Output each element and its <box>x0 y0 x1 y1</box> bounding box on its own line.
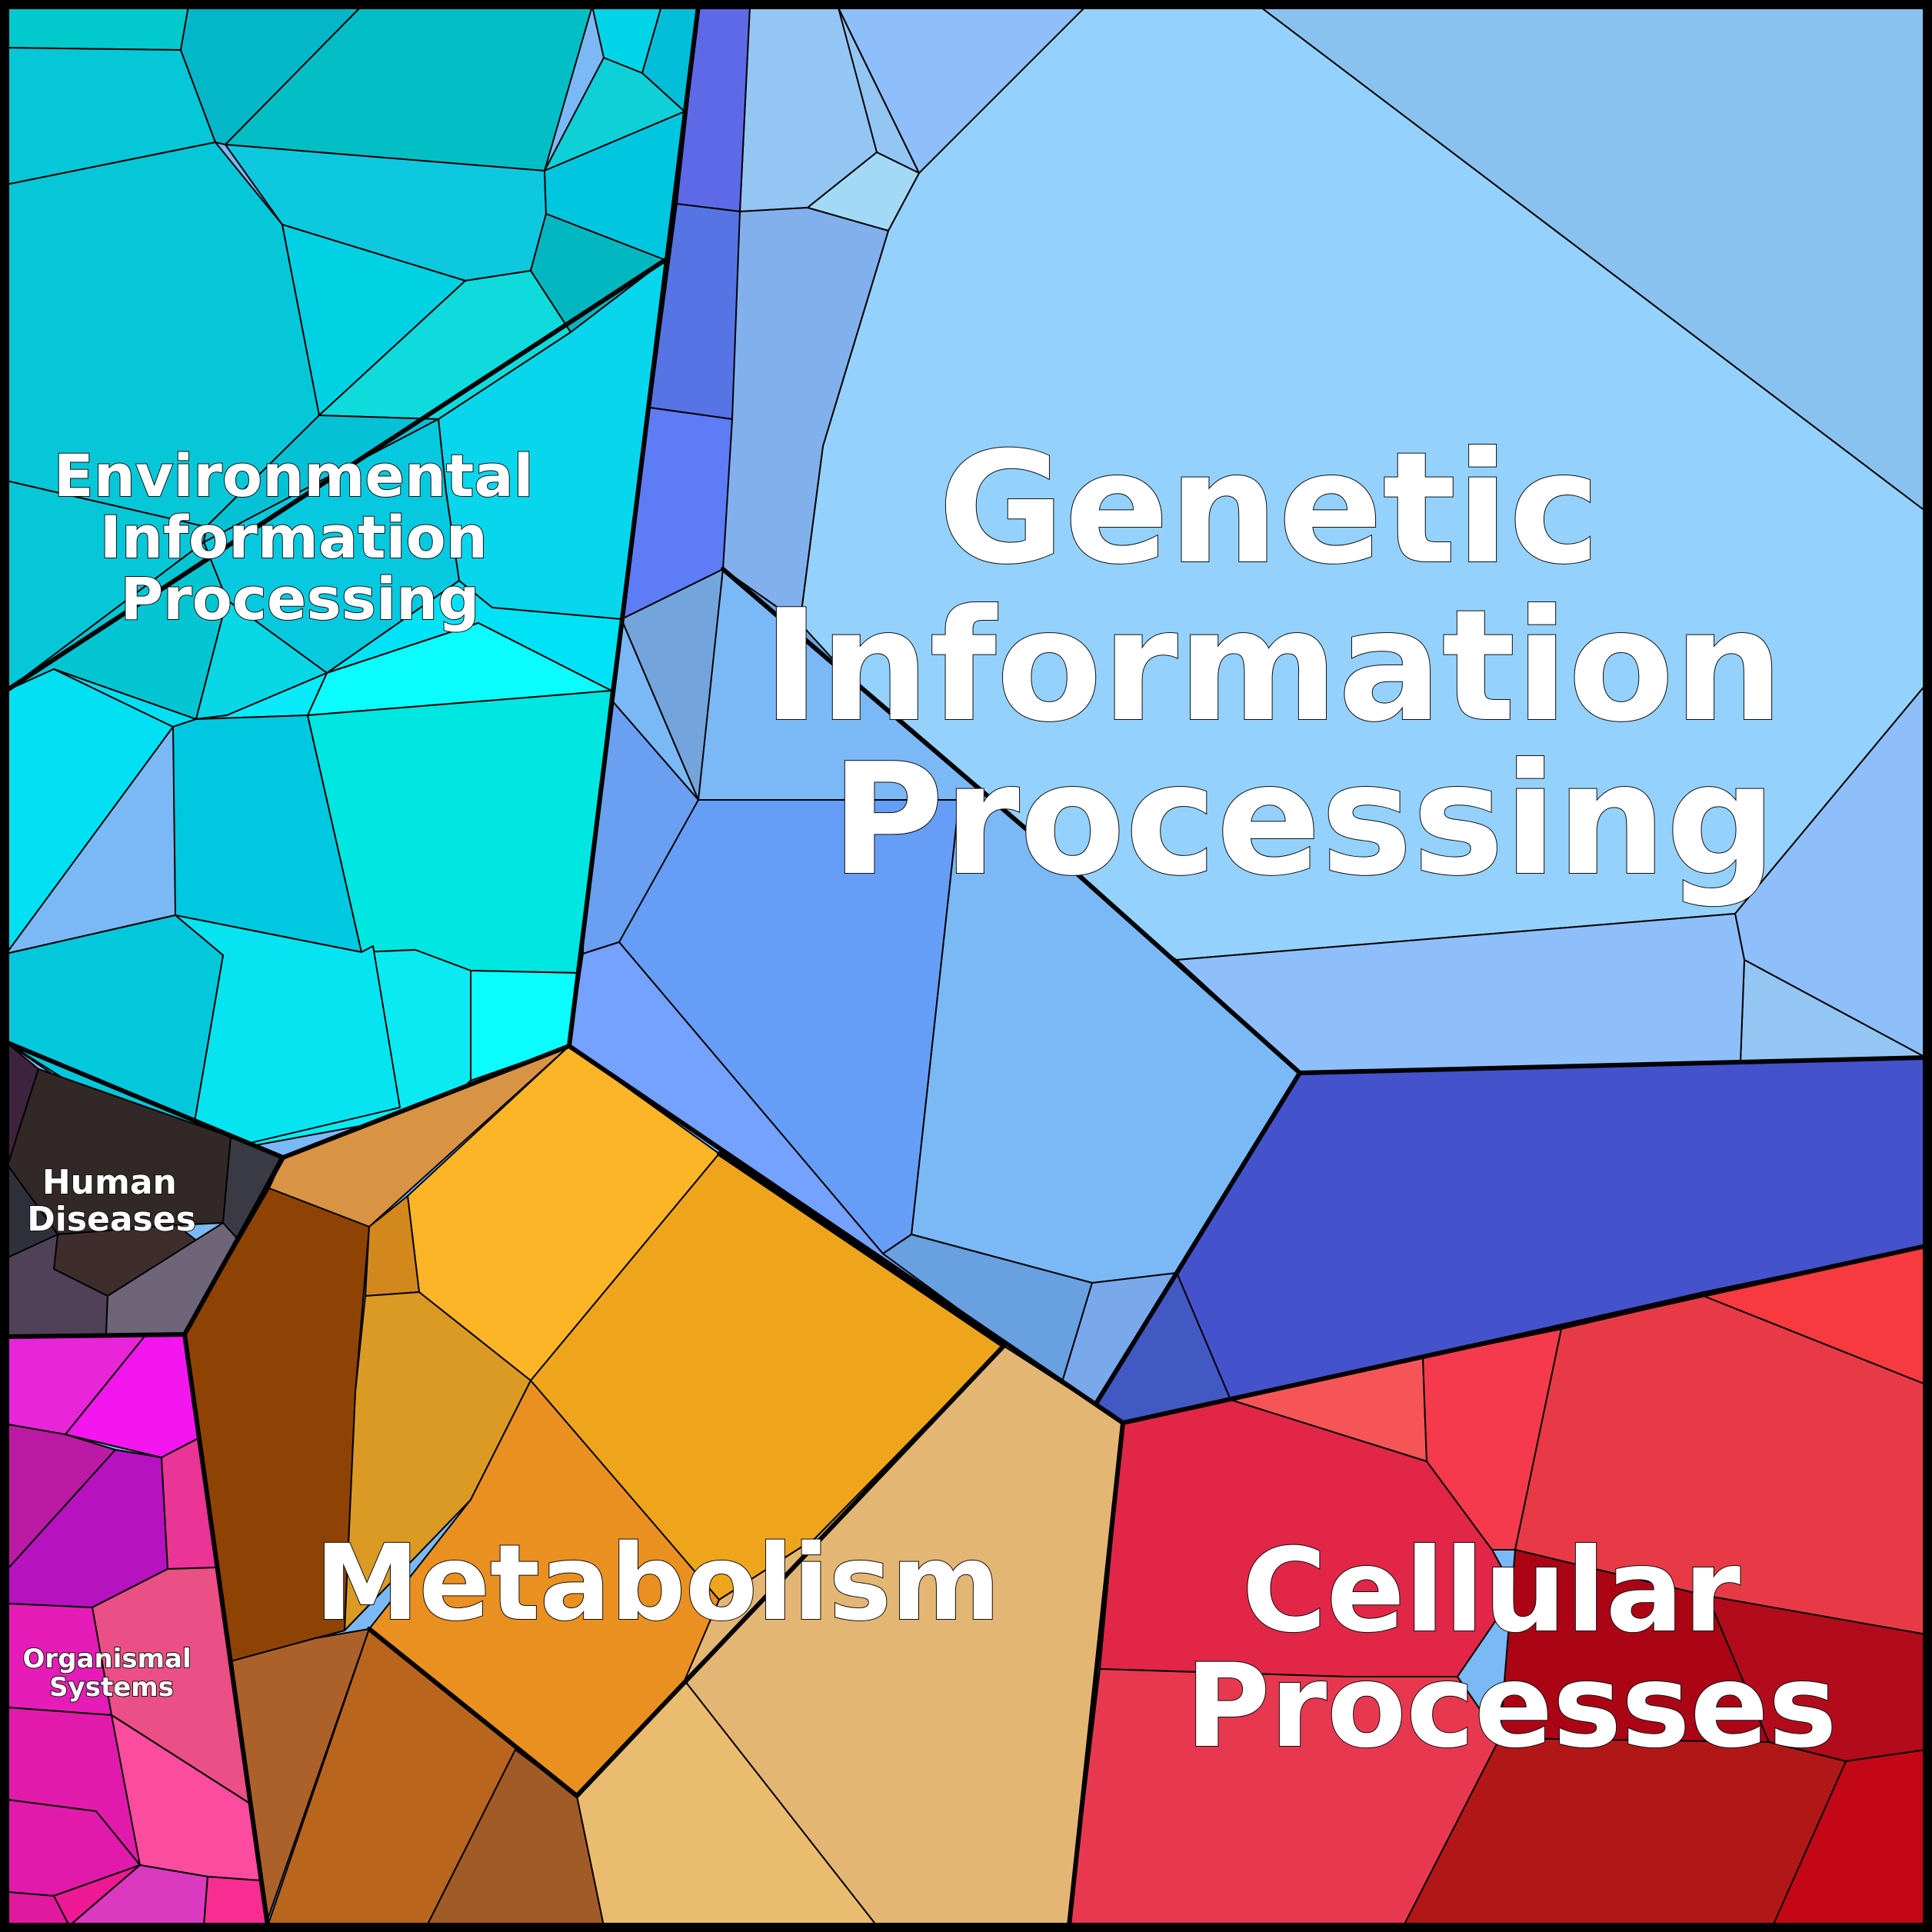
label-cellular-processes: Cellular Processes <box>1185 1524 1837 1774</box>
boundary-line <box>1044 844 1302 1406</box>
region-genetic-information-processing <box>568 5 1927 1424</box>
cell <box>5 5 189 51</box>
label-organismal-systems: Organismal Systems <box>23 1644 201 1703</box>
boundary-line <box>367 1344 1006 1798</box>
label-metabolism: Metabolism <box>315 1523 1000 1644</box>
label-human-diseases: Human Diseases <box>27 1163 196 1239</box>
label-environmental-information-processing: Environmental Information Processing <box>54 441 554 633</box>
boundary-line <box>4 258 668 693</box>
boundary-line <box>717 1151 1006 1348</box>
label-genetic-information-processing: Genetic Information Processing <box>763 419 1837 910</box>
boundary-line <box>1297 1055 1928 1075</box>
boundary-line <box>1067 1421 1125 1928</box>
boundary-line <box>182 1332 270 1928</box>
labels: Genetic Information Processing Environme… <box>22 418 1838 1774</box>
boundary-line <box>4 1040 1928 1425</box>
region-cellular-processes <box>1068 1245 1927 1927</box>
region-boundaries <box>4 4 1928 1928</box>
cell <box>203 1876 268 1927</box>
boundary-line <box>721 567 1048 848</box>
region-metabolism <box>184 1045 1124 1927</box>
boundary-line <box>567 4 701 1048</box>
